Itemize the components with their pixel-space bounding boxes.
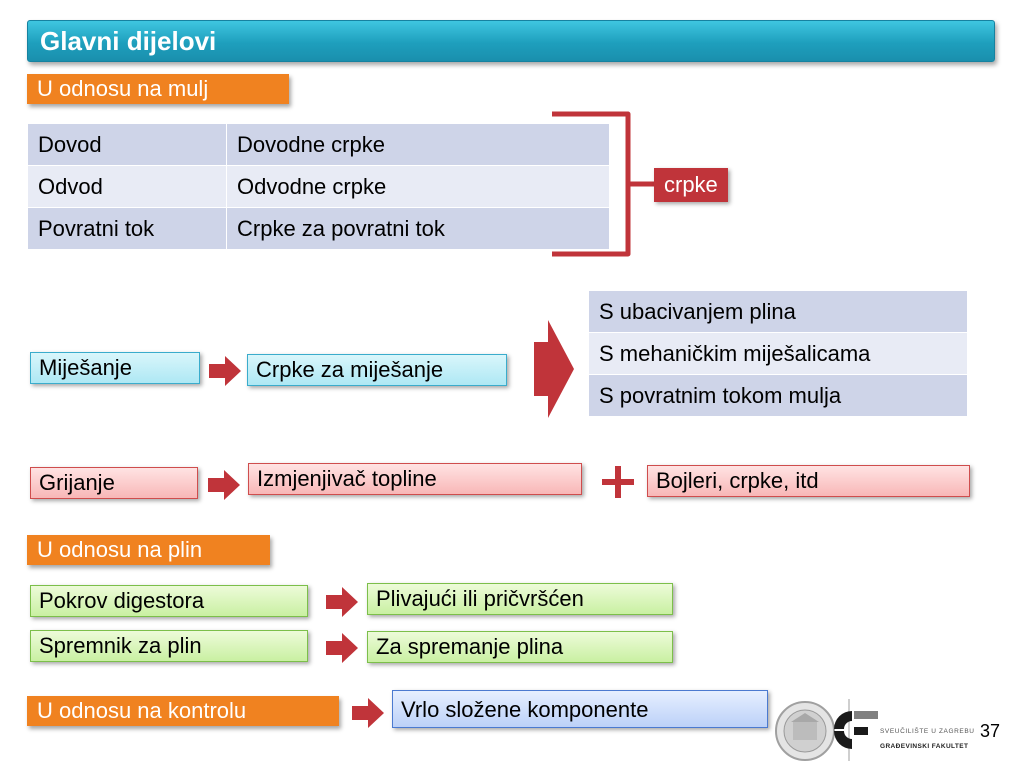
mixing-options-table: S ubacivanjem plina S mehaničkim miješal… xyxy=(588,290,968,417)
boilers-box: Bojleri, crpke, itd xyxy=(647,465,970,497)
page-number: 37 xyxy=(980,721,1001,741)
faculty-name: GRAĐEVINSKI FAKULTET xyxy=(880,743,969,750)
table-cell: S mehaničkim miješalicama xyxy=(588,332,968,375)
table-cell: Povratni tok xyxy=(27,207,227,250)
table-cell: Dovod xyxy=(27,123,227,166)
faculty-logo-icon xyxy=(834,699,878,761)
table-row: Povratni tok Crpke za povratni tok xyxy=(27,207,610,250)
right-bracket xyxy=(552,111,658,257)
big-arrow-right-icon xyxy=(534,320,574,418)
mixing-box: Miješanje xyxy=(30,352,200,384)
table-cell: Odvod xyxy=(27,165,227,208)
section-label-kontrola: U odnosu na kontrolu xyxy=(27,696,339,726)
university-seal-icon xyxy=(775,701,835,761)
table-cell: Crpke za povratni tok xyxy=(226,207,610,250)
table-cell: S povratnim tokom mulja xyxy=(588,374,968,417)
table-row: S ubacivanjem plina xyxy=(588,290,968,333)
section-label-mulj: U odnosu na mulj xyxy=(27,74,289,104)
arrow-right-icon xyxy=(352,698,384,728)
table-cell: Odvodne crpke xyxy=(226,165,610,208)
university-name: SVEUČILIŠTE U ZAGREBU xyxy=(880,728,975,735)
table-cell: Dovodne crpke xyxy=(226,123,610,166)
arrow-right-icon xyxy=(326,587,358,617)
crpke-label: crpke xyxy=(654,168,728,202)
table-row: S povratnim tokom mulja xyxy=(588,374,968,417)
heat-exchanger-box: Izmjenjivač topline xyxy=(248,463,582,495)
gas-storing-box: Za spremanje plina xyxy=(367,631,673,663)
table-cell: S ubacivanjem plina xyxy=(588,290,968,333)
arrow-right-icon xyxy=(208,470,240,500)
table-row: Dovod Dovodne crpke xyxy=(27,123,610,166)
section-label-plin: U odnosu na plin xyxy=(27,535,270,565)
pumps-table: Dovod Dovodne crpke Odvod Odvodne crpke … xyxy=(27,123,610,250)
gas-storage-box: Spremnik za plin xyxy=(30,630,308,662)
digester-cover-box: Pokrov digestora xyxy=(30,585,308,617)
slide-title: Glavni dijelovi xyxy=(27,20,995,62)
floating-fixed-box: Plivajući ili pričvršćen xyxy=(367,583,673,615)
heating-box: Grijanje xyxy=(30,467,198,499)
table-row: Odvod Odvodne crpke xyxy=(27,165,610,208)
plus-icon xyxy=(602,466,634,498)
complex-components-box: Vrlo složene komponente xyxy=(392,690,768,728)
mixing-pumps-box: Crpke za miješanje xyxy=(247,354,507,386)
table-row: S mehaničkim miješalicama xyxy=(588,332,968,375)
arrow-right-icon xyxy=(209,356,241,386)
arrow-right-icon xyxy=(326,633,358,663)
